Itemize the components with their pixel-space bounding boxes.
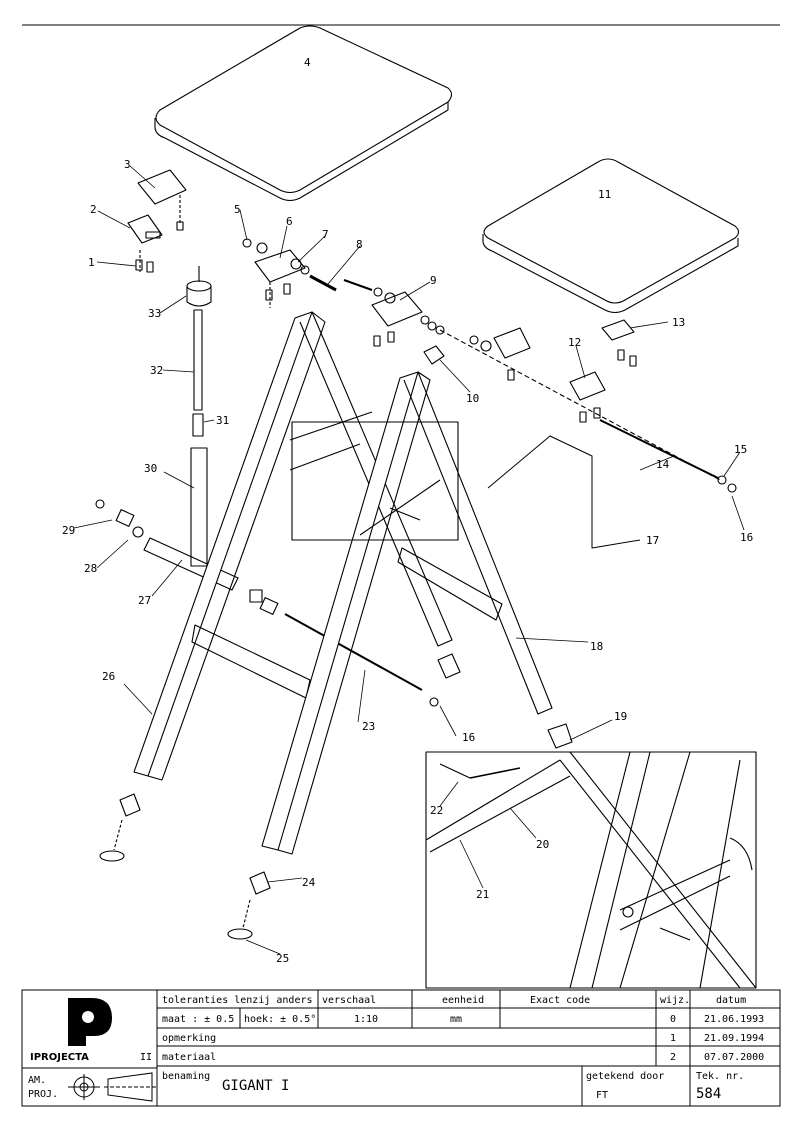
company-mark: II: [140, 1052, 152, 1063]
part-label-25: 25: [276, 952, 289, 965]
plate-6: [254, 249, 306, 283]
part-label-11: 11: [598, 188, 611, 201]
scale-label: verschaal: [322, 995, 376, 1006]
part-label-27: 27: [138, 594, 151, 607]
material-label: materiaal: [162, 1052, 216, 1063]
part-label-10: 10: [466, 392, 479, 405]
drawing-name: GIGANT I: [222, 1078, 289, 1094]
part-label-24: 24: [302, 876, 316, 889]
part-label-22: 22: [430, 804, 443, 817]
bracket-9: [371, 291, 423, 327]
unit-value: mm: [450, 1014, 462, 1025]
foot-19: [547, 723, 573, 749]
part-label-32: 32: [150, 364, 163, 377]
projection-label-1: AM.: [28, 1075, 46, 1086]
exact-code-label: Exact code: [530, 995, 590, 1006]
part-label-16-second: 16: [462, 731, 475, 744]
company-logo: [68, 998, 112, 1046]
detail-marker-box: [291, 421, 459, 541]
part-label-29: 29: [62, 524, 75, 537]
part-label-2: 2: [90, 203, 97, 216]
spring-31: [192, 413, 204, 437]
part-label-18: 18: [590, 640, 603, 653]
name-label: benaming: [162, 1071, 210, 1082]
revision-label: wijz.: [660, 995, 690, 1006]
revision-2: 2: [670, 1052, 676, 1063]
table-top-4: [154, 25, 453, 202]
part-label-3: 3: [124, 158, 131, 171]
part-label-14: 14: [656, 458, 670, 471]
part-label-20: 20: [536, 838, 549, 851]
remark-label: opmerking: [162, 1033, 216, 1044]
part-label-17: 17: [646, 534, 659, 547]
revision-0: 0: [670, 1014, 676, 1025]
drawn-by-label: getekend door: [586, 1071, 664, 1082]
part-label-28: 28: [84, 562, 97, 575]
drawing-number-label: Tek. nr.: [696, 1071, 744, 1082]
tolerances-label: toleranties lenzij anders: [162, 995, 313, 1006]
company-name: IPROJECTA: [30, 1052, 89, 1063]
part-label-7: 7: [322, 228, 329, 241]
tube-30: [190, 447, 208, 567]
projection-label-2: PROJ.: [28, 1089, 58, 1100]
threaded-rod-32: [193, 309, 203, 411]
table-top-11: [482, 158, 740, 314]
detail-inset: [425, 751, 757, 989]
knob-33: [186, 266, 212, 307]
part-label-4: 4: [304, 56, 311, 69]
foot-24: [249, 871, 271, 895]
bracket-12: [569, 371, 606, 401]
title-block: [21, 989, 781, 1107]
part-label-15: 15: [734, 443, 747, 456]
part-label-6: 6: [286, 215, 293, 228]
part-label-19: 19: [614, 710, 627, 723]
part-label-16: 16: [740, 531, 753, 544]
bracket-upper-right: [493, 327, 531, 359]
angle-tolerance: hoek: ± 0.5°: [244, 1014, 316, 1025]
scale-value: 1:10: [354, 1014, 378, 1025]
cap-10: [423, 345, 445, 365]
part-label-8: 8: [356, 238, 363, 251]
part-label-5: 5: [234, 203, 241, 216]
unit-label: eenheid: [442, 995, 484, 1006]
a-frame-right: [261, 371, 553, 855]
part-label-31: 31: [216, 414, 229, 427]
revision-1-date: 21.09.1994: [704, 1033, 764, 1044]
date-label: datum: [716, 995, 746, 1006]
revision-0-date: 21.06.1993: [704, 1014, 764, 1025]
part-label-21: 21: [476, 888, 489, 901]
bracket-13: [601, 319, 635, 341]
bracket-2-clip: [145, 231, 161, 239]
bracket-3: [137, 169, 187, 205]
dimension-tolerance: maat : ± 0.5: [162, 1014, 234, 1025]
part-label-12: 12: [568, 336, 581, 349]
drawing-number: 584: [696, 1086, 721, 1102]
part-label-9: 9: [430, 274, 437, 287]
part-label-33: 33: [148, 307, 161, 320]
part-label-1: 1: [88, 256, 95, 269]
part-label-26: 26: [102, 670, 115, 683]
revision-1: 1: [670, 1033, 676, 1044]
revision-2-date: 07.07.2000: [704, 1052, 764, 1063]
bracket-2: [127, 214, 163, 244]
drawn-by-value: FT: [596, 1090, 608, 1101]
part-label-13: 13: [672, 316, 685, 329]
part-label-30: 30: [144, 462, 157, 475]
part-label-23: 23: [362, 720, 375, 733]
